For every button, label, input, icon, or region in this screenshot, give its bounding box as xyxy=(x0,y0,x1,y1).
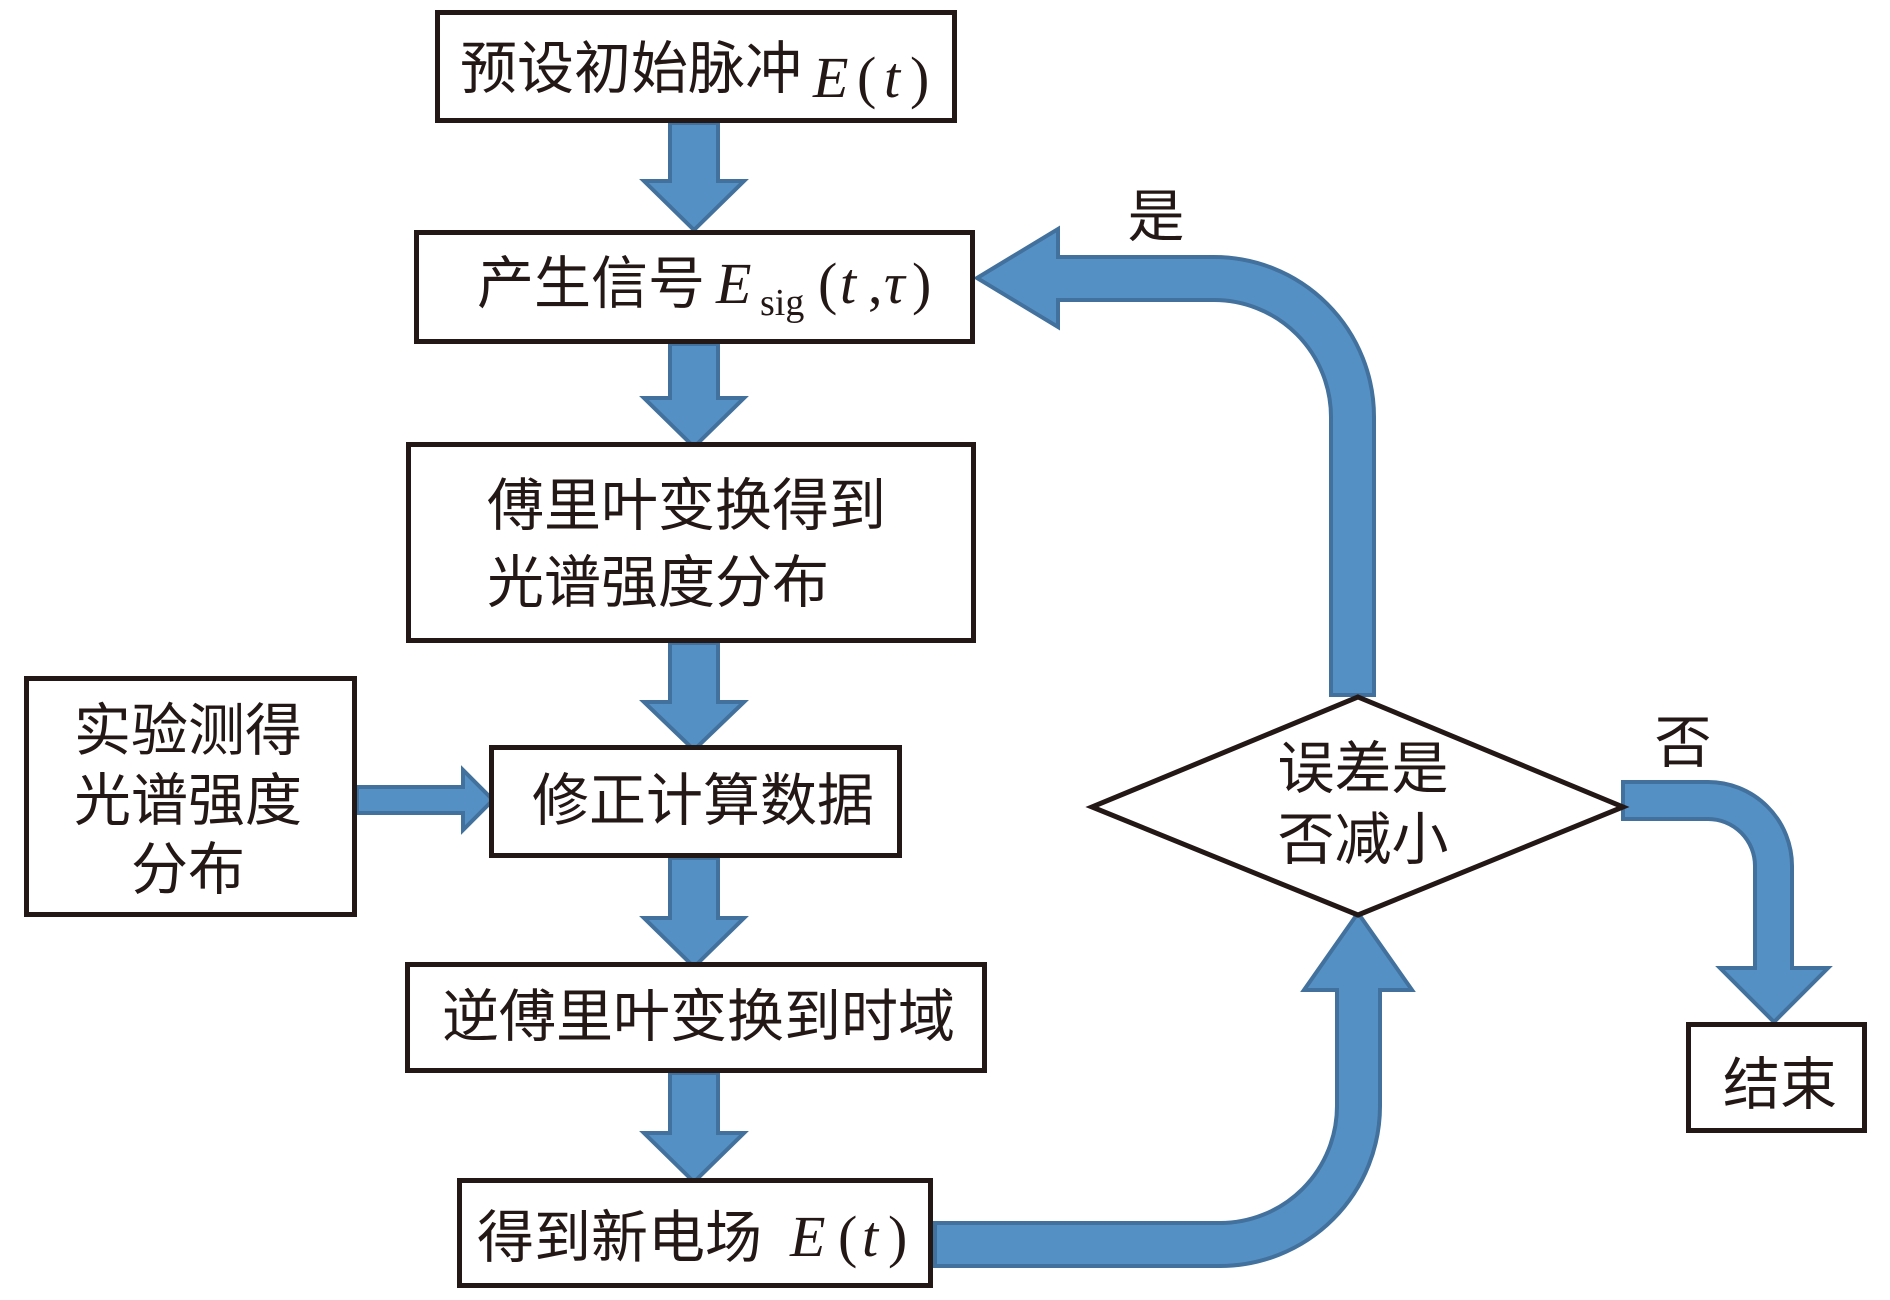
node-initial-pulse-math: E(t) xyxy=(812,45,929,110)
arrow-decision-yes-to-signal xyxy=(973,225,1376,697)
node-generate-signal-text: 产生信号 xyxy=(477,251,705,317)
math-symbol-e: E xyxy=(715,251,751,316)
math-symbol-e: E xyxy=(812,45,848,110)
node-initial-pulse-label: 预设初始脉冲 xyxy=(460,36,802,102)
node-measured-spectrum-line-2: 光谱强度 xyxy=(74,768,302,834)
math-symbol-e: E xyxy=(789,1204,825,1269)
branch-label-yes: 是 xyxy=(1128,184,1185,250)
arrow-new-field-to-decision xyxy=(933,909,1416,1268)
node-generate-signal-label: 产生信号 xyxy=(477,251,705,317)
node-correct-data-label: 修正计算数据 xyxy=(532,768,874,834)
math-var-t: t xyxy=(840,251,858,316)
math-var-t: t xyxy=(862,1204,880,1269)
node-new-field-label: 得到新电场 xyxy=(477,1205,762,1271)
arrow-correct-to-inverse xyxy=(639,856,749,970)
arrow-measured-to-correct xyxy=(355,765,496,835)
node-measured-spectrum-line-1: 实验测得 xyxy=(74,698,302,764)
math-subscript-sig: sig xyxy=(760,282,804,324)
node-fourier-transform-line-2: 光谱强度分布 xyxy=(487,550,829,616)
arrow-signal-to-fourier xyxy=(639,342,749,450)
node-fourier-transform: 傅里叶变换得到 光谱强度分布 xyxy=(406,442,976,643)
math-var-t: t xyxy=(884,45,902,110)
arrow-fourier-to-correct xyxy=(639,641,749,753)
node-decision-line-1: 误差是 xyxy=(1278,736,1449,802)
node-new-field-box xyxy=(457,1178,933,1288)
node-correct-data: 修正计算数据 xyxy=(489,745,902,858)
node-measured-spectrum-box xyxy=(24,676,357,917)
node-fourier-transform-line-1: 傅里叶变换得到 xyxy=(487,473,886,539)
math-open-paren: ( xyxy=(818,251,837,316)
node-new-field-math: E(t) xyxy=(789,1204,907,1269)
node-inverse-fourier: 逆傅里叶变换到时域 xyxy=(405,962,987,1073)
arrow-inverse-to-new-field xyxy=(639,1071,749,1185)
node-generate-signal-box xyxy=(414,230,975,344)
decision-diamond xyxy=(1085,694,1630,918)
node-inverse-fourier-label: 逆傅里叶变换到时域 xyxy=(442,984,955,1050)
arrow-initial-to-signal xyxy=(639,121,749,233)
node-correct-data-box xyxy=(489,745,902,858)
node-measured-spectrum: 实验测得 光谱强度 分布 xyxy=(24,676,357,917)
node-end: 结束 xyxy=(1686,1022,1867,1133)
node-initial-pulse-text: 预设初始脉冲 xyxy=(460,36,802,102)
math-close-paren: ) xyxy=(888,1204,907,1269)
node-new-field: 得到新电场 E(t) xyxy=(457,1178,933,1288)
math-var-tau: τ xyxy=(884,251,907,316)
node-measured-spectrum-line-3: 分布 xyxy=(131,837,245,903)
node-initial-pulse: 预设初始脉冲 E(t) xyxy=(435,10,957,123)
node-initial-pulse-box xyxy=(435,10,957,123)
math-close-paren: ) xyxy=(910,45,929,110)
math-comma: , xyxy=(868,251,883,316)
math-open-paren: ( xyxy=(838,1204,857,1269)
node-decision-line-2: 否减小 xyxy=(1278,807,1449,873)
branch-label-no: 否 xyxy=(1655,710,1712,776)
node-inverse-fourier-box xyxy=(405,962,987,1073)
node-decision: 误差是 否减小 xyxy=(1085,694,1630,918)
node-end-label: 结束 xyxy=(1723,1052,1837,1118)
arrow-decision-no-to-end xyxy=(1621,780,1833,1025)
node-new-field-text: 得到新电场 xyxy=(477,1205,762,1271)
node-end-box xyxy=(1686,1022,1867,1133)
math-close-paren: ) xyxy=(912,251,931,316)
math-open-paren: ( xyxy=(857,45,876,110)
node-fourier-transform-box xyxy=(406,442,976,643)
